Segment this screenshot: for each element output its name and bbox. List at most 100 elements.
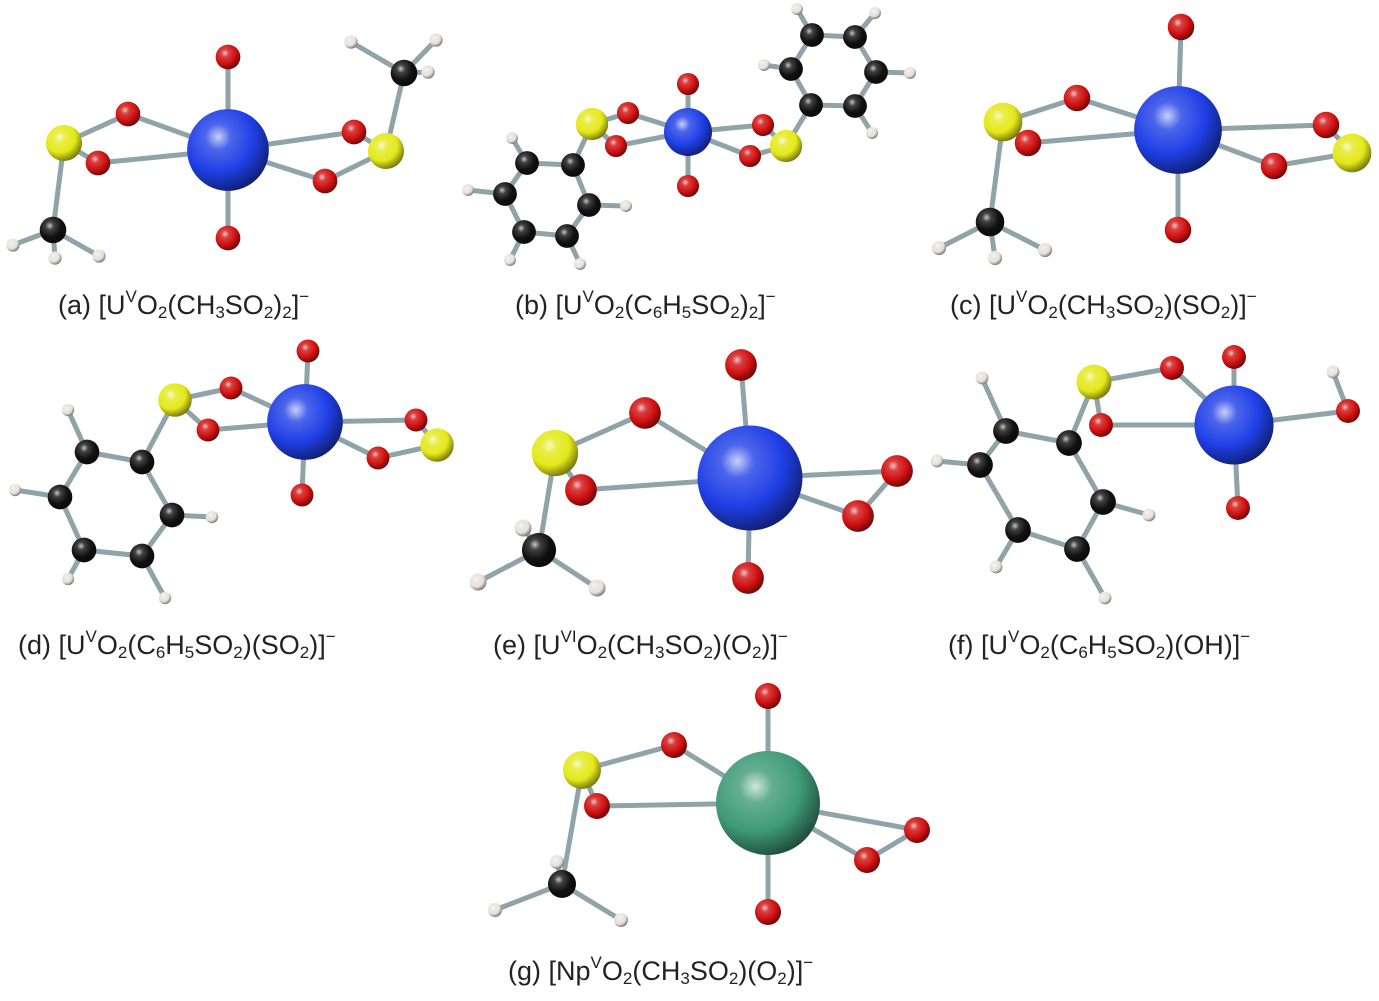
oxygen-atom xyxy=(215,44,241,70)
hydrogen-atom xyxy=(620,200,632,212)
oxygen-atom xyxy=(755,899,781,925)
caption-segment: 5 xyxy=(184,643,195,662)
caption-c: (c) [UVO2(CH3SO2)(SO2)]− xyxy=(950,288,1257,322)
caption-segment: )(SO xyxy=(242,630,300,660)
hydrogen-atom xyxy=(158,591,172,605)
caption-segment: V xyxy=(582,287,594,306)
caption-segment: 6 xyxy=(155,643,166,662)
hydrogen-atom xyxy=(614,913,628,927)
caption-segment: )(O xyxy=(713,630,752,660)
hydrogen-atom xyxy=(8,483,22,497)
caption-segment: 3 xyxy=(655,643,665,662)
hydrogen-atom xyxy=(975,371,989,385)
caption-f: (f) [UVO2(C6H5SO2)(OH)]− xyxy=(948,628,1250,661)
carbon-atom xyxy=(577,193,601,217)
oxygen-atom xyxy=(1014,129,1042,157)
hydrogen-atom xyxy=(48,251,62,265)
caption-segment: − xyxy=(325,627,336,646)
caption-segment: O xyxy=(1027,290,1049,320)
uranium-atom xyxy=(1134,86,1222,174)
caption-segment: O xyxy=(601,956,623,986)
caption-segment: SO xyxy=(691,290,731,320)
oxygen-atom xyxy=(584,793,610,819)
oxygen-atom xyxy=(1260,152,1288,180)
hydrogen-atom xyxy=(987,250,1003,266)
hydrogen-atom xyxy=(429,33,443,47)
caption-segment: ] xyxy=(291,290,300,320)
hydrogen-atom xyxy=(904,67,916,79)
hydrogen-atom xyxy=(869,7,881,19)
bond-stick xyxy=(559,767,585,887)
caption-segment: 2 xyxy=(117,643,128,662)
oxygen-atom xyxy=(755,683,781,709)
hydrogen-atom xyxy=(514,519,532,537)
caption-segment: )(O xyxy=(738,956,778,986)
caption-segment: 2 xyxy=(282,303,292,322)
caption-segment: 2 xyxy=(748,303,759,322)
hydrogen-atom xyxy=(1326,365,1340,379)
molecule-e xyxy=(469,349,913,597)
oxygen-atom xyxy=(1160,356,1184,380)
caption-segment: 2 xyxy=(1048,303,1058,322)
molecule-c xyxy=(931,13,1372,266)
carbon-atom xyxy=(864,60,888,84)
caption-segment: )] xyxy=(309,630,326,660)
oxygen-atom xyxy=(1222,345,1246,369)
carbon-atom xyxy=(390,59,418,87)
caption-segment: O xyxy=(1019,630,1041,660)
caption-segment: 2 xyxy=(1154,303,1164,322)
caption-segment: 2 xyxy=(299,643,310,662)
hydrogen-atom xyxy=(930,454,944,468)
caption-segment: (f) [U xyxy=(948,630,1008,660)
caption-segment: − xyxy=(777,627,788,646)
caption-segment: (CH xyxy=(167,290,216,320)
neptunium-atom xyxy=(716,751,820,855)
caption-segment: ) xyxy=(273,290,283,320)
caption-segment: 2 xyxy=(622,969,633,988)
sulfur-atom xyxy=(769,129,803,163)
hydrogen-atom xyxy=(1098,591,1112,605)
oxygen-atom xyxy=(565,474,597,506)
caption-segment: ] xyxy=(758,290,766,320)
oxygen-atom xyxy=(676,174,700,198)
hydrogen-atom xyxy=(506,132,518,144)
carbon-atom xyxy=(493,182,517,206)
caption-segment: 3 xyxy=(680,969,690,988)
caption-g: (g) [NpVO2(CH3SO2)(O2)]− xyxy=(508,954,813,988)
caption-segment: (a) [U xyxy=(58,290,126,320)
caption-segment: H xyxy=(662,290,682,320)
hydrogen-atom xyxy=(550,855,564,869)
caption-segment: O xyxy=(96,630,118,660)
oxygen-atom xyxy=(881,455,913,487)
oxygen-atom xyxy=(1164,216,1192,244)
caption-segment: (C xyxy=(127,630,156,660)
caption-segment: 2 xyxy=(233,643,243,662)
oxygen-atom xyxy=(842,500,874,532)
oxygen-atom xyxy=(115,101,141,127)
caption-segment: SO xyxy=(194,630,234,660)
caption-segment: SO xyxy=(1115,290,1155,320)
oxygen-atom xyxy=(196,418,220,442)
oxygen-atom xyxy=(854,847,880,873)
carbon-atom xyxy=(71,537,97,563)
sulfur-atom xyxy=(531,429,579,477)
sulfur-atom xyxy=(1076,364,1112,400)
hydrogen-atom xyxy=(574,258,586,270)
carbon-atom xyxy=(975,207,1005,237)
hydrogen-atom xyxy=(504,254,516,266)
oxygen-atom xyxy=(676,72,700,96)
caption-segment: )] xyxy=(1230,290,1247,320)
hydrogen-atom xyxy=(61,572,75,586)
caption-segment: )(OH)] xyxy=(1165,630,1241,660)
oxygen-atom xyxy=(404,408,428,432)
oxygen-atom xyxy=(629,397,661,429)
oxygen-atom xyxy=(751,113,775,137)
caption-segment: 2 xyxy=(728,969,739,988)
hydrogen-atom xyxy=(6,238,20,252)
oxygen-atom xyxy=(732,562,764,594)
carbon-atom xyxy=(512,220,536,244)
caption-segment: V xyxy=(590,953,602,972)
oxygen-atom xyxy=(1312,111,1340,139)
